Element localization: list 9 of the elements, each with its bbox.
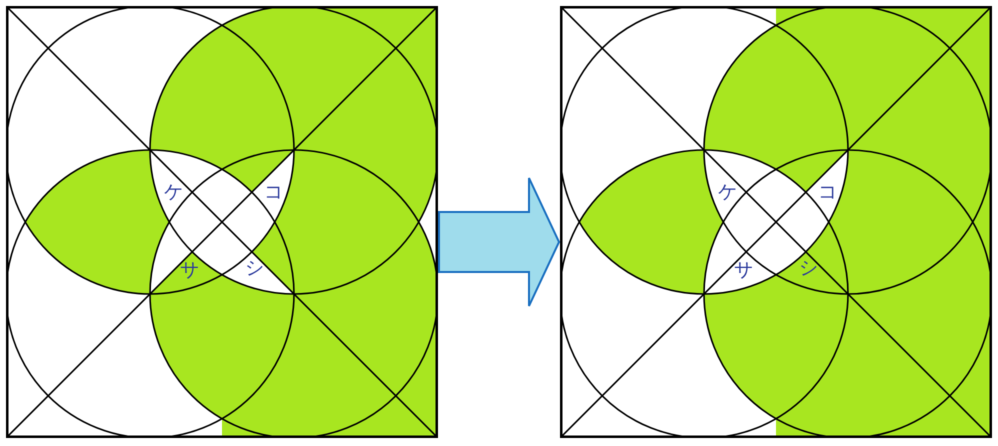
region-label: サ xyxy=(180,260,199,280)
region-label: シ xyxy=(799,258,818,278)
region-label: シ xyxy=(245,258,264,278)
region-label: サ xyxy=(734,260,753,280)
region-label: ケ xyxy=(718,182,737,202)
region-label: コ xyxy=(264,182,283,202)
region-label: コ xyxy=(818,182,837,202)
block-arrow xyxy=(438,177,560,307)
region-label: ケ xyxy=(164,182,183,202)
